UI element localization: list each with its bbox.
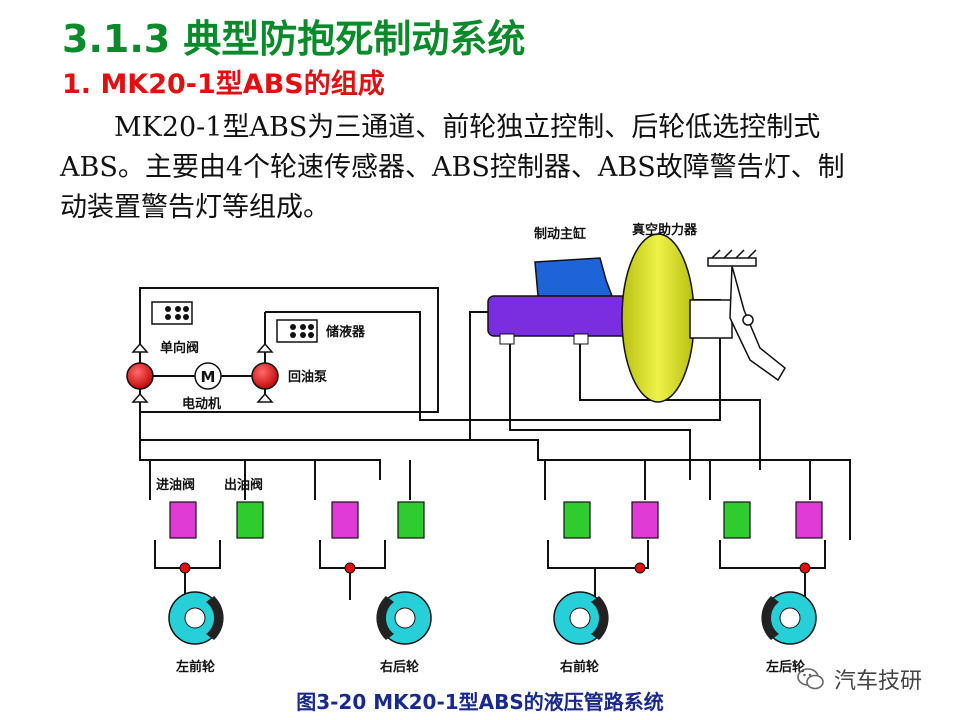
booster-label: 真空助力器: [632, 222, 698, 238]
description-paragraph: MK20-1型ABS为三通道、前轮独立控制、后轮低选控制式ABS。主要由4个轮速…: [60, 112, 845, 223]
motor-label: 电动机: [182, 396, 221, 412]
right-rear-label: 右后轮: [379, 659, 419, 675]
wheel-right-front: [553, 591, 609, 645]
left-rear-label: 左后轮: [766, 659, 805, 675]
figure-caption: 图3-20 MK20-1型ABS的液压管路系统: [296, 690, 664, 714]
wheel-left-rear: [761, 591, 817, 645]
motor-symbol: M: [201, 368, 216, 386]
wheel-right-rear: [376, 591, 432, 645]
page-title: 3.1.3 典型防抱死制动系统: [62, 17, 526, 61]
check-valve-label: 单向阀: [160, 340, 199, 356]
wechat-icon: [797, 668, 824, 690]
master-cylinder-label: 制动主缸: [534, 226, 586, 242]
brake-pedal: [707, 249, 786, 382]
section-subtitle: 1. MK20-1型ABS的组成: [62, 69, 385, 100]
inlet-valves: [169, 501, 823, 539]
return-pump: [126, 362, 279, 390]
outlet-valves: [236, 501, 751, 539]
watermark: 汽车技研: [796, 664, 922, 694]
master-cylinder: [487, 257, 635, 345]
watermark-text: 汽车技研: [834, 669, 923, 694]
motor: M: [194, 362, 222, 390]
accumulator-left: [151, 301, 193, 325]
left-front-label: 左前轮: [176, 659, 215, 675]
right-front-label: 右前轮: [559, 659, 599, 675]
valve-check-points: [179, 562, 811, 574]
reservoir-label: 储液器: [325, 324, 366, 340]
wheel-left-front: [168, 591, 224, 645]
inlet-valve-label: 进油阀: [156, 477, 195, 493]
vacuum-booster: [621, 233, 750, 403]
check-valve: [131, 342, 274, 403]
return-pump-label: 回油泵: [288, 369, 327, 385]
reservoir: [276, 319, 318, 343]
outlet-valve-label: 出油阀: [224, 477, 263, 493]
